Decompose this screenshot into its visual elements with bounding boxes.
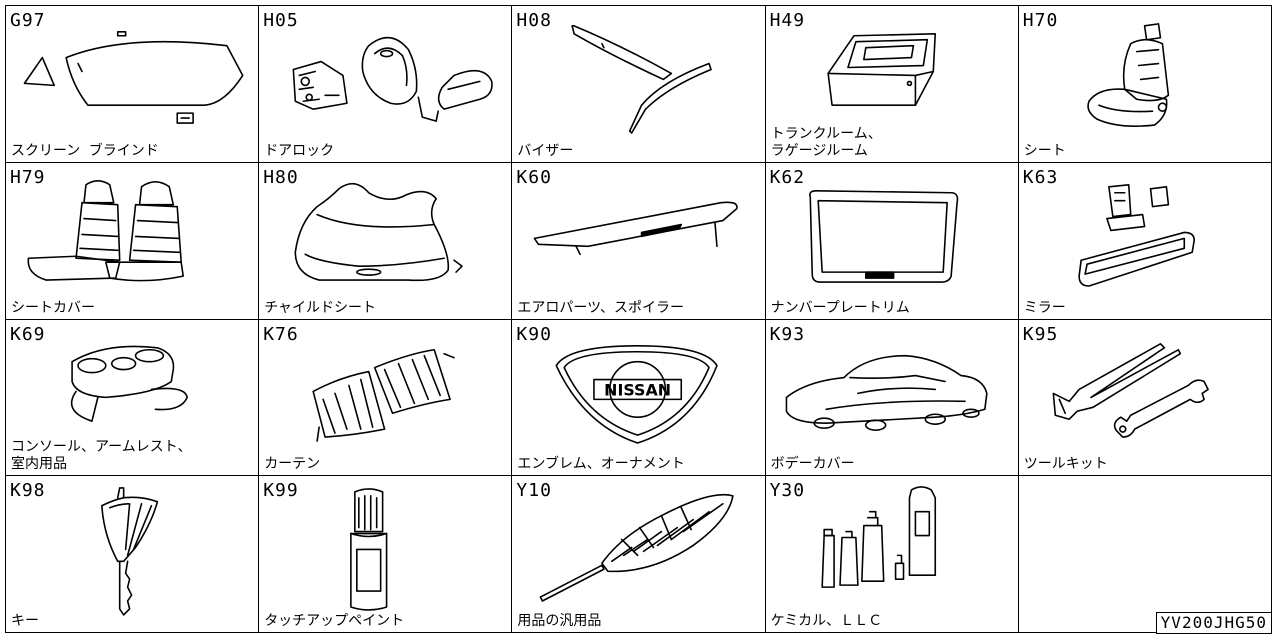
plate-rim-icon <box>808 189 958 283</box>
category-label: バイザー <box>517 142 574 159</box>
category-code: K60 <box>516 166 552 188</box>
category-cell-y10[interactable]: Y10 用品の汎用品 <box>512 476 766 633</box>
emblem-icon: NISSAN <box>555 344 719 444</box>
category-code: K93 <box>769 323 806 345</box>
category-cell-y30[interactable]: Y30 ケミカル、ＬＬＣ <box>765 476 1019 633</box>
category-cell-k98[interactable]: K98 キー <box>6 476 260 633</box>
category-label: スクリーン ブラインド <box>11 142 159 159</box>
category-cell-h08[interactable]: H08 バイザー <box>512 6 766 163</box>
category-cell-k90[interactable]: K90 NISSAN エンブレム、オーナメント <box>512 319 766 477</box>
emblem-text: NISSAN <box>605 380 672 399</box>
category-code: H05 <box>263 10 299 31</box>
diagram-id-label: YV200JHG50 <box>1155 612 1272 634</box>
category-label: ケミカル、ＬＬＣ <box>770 613 883 629</box>
category-label: エンブレム、オーナメント <box>517 456 685 473</box>
category-cell-h05[interactable]: H05 ドアロック <box>259 6 513 163</box>
mirror-icon <box>1078 183 1195 287</box>
seat-icon <box>1087 23 1169 127</box>
category-code: K95 <box>1022 323 1059 345</box>
category-code: Y30 <box>769 480 806 502</box>
category-code: K69 <box>10 323 46 345</box>
category-cell-h80[interactable]: H80 チャイルドシート <box>259 162 513 320</box>
chemical-bottles-icon <box>820 486 936 589</box>
touch-up-paint-icon <box>350 488 388 611</box>
category-label: チャイルドシート <box>264 299 377 316</box>
category-label: コンソール、アームレスト、 室内用品 <box>11 439 192 473</box>
category-code: H70 <box>1022 10 1059 31</box>
console-icon <box>70 345 188 422</box>
category-cell-k62[interactable]: K62 ナンバープレートリム <box>765 162 1019 320</box>
category-label: カーテン <box>264 456 321 473</box>
category-label: ナンバープレートリム <box>770 299 910 316</box>
category-cell-h49[interactable]: H49 トランクルーム、 ラゲージルーム <box>765 6 1019 163</box>
duster-icon <box>539 494 735 603</box>
trunk-box-icon <box>826 32 936 106</box>
category-cell-k95[interactable]: K95 ツールキット <box>1018 319 1272 477</box>
tool-kit-icon <box>1052 342 1209 438</box>
visor-icon <box>571 25 713 134</box>
spoiler-icon <box>534 201 739 255</box>
parts-catalog-grid: G97 スクリーン ブラインド H05 ドアロック <box>5 5 1272 633</box>
category-cell-k93[interactable]: K93 ボデーカバー <box>765 319 1019 477</box>
category-cell-empty <box>1018 476 1272 633</box>
category-label: ボデーカバー <box>770 456 855 473</box>
category-code: K99 <box>263 480 299 502</box>
category-code: H79 <box>10 166 46 188</box>
category-code: K62 <box>769 166 806 188</box>
category-label: ツールキット <box>1023 456 1108 473</box>
car-cover-icon <box>785 354 988 431</box>
category-code: K90 <box>516 323 552 345</box>
windshield-blind-icon <box>23 30 244 124</box>
category-cell-h79[interactable]: H79 シートカバー <box>6 162 260 320</box>
category-label: ミラー <box>1023 299 1066 316</box>
category-label: シート <box>1023 142 1066 159</box>
category-code: K76 <box>263 323 299 345</box>
category-code: K63 <box>1022 166 1059 188</box>
seat-cover-icon <box>27 179 184 282</box>
category-code: H08 <box>516 10 552 31</box>
category-cell-h70[interactable]: H70 シート <box>1018 6 1272 163</box>
child-seat-icon <box>294 182 463 281</box>
category-code: H49 <box>769 10 806 31</box>
category-label: シートカバー <box>11 299 95 316</box>
category-label: トランクルーム、 ラゲージルーム <box>770 125 882 159</box>
category-cell-k63[interactable]: K63 ミラー <box>1018 162 1272 320</box>
key-icon <box>101 487 159 616</box>
door-lock-icon <box>292 36 493 122</box>
category-code: Y10 <box>516 480 552 502</box>
category-label: エアロパーツ、スポイラー <box>517 299 684 316</box>
category-label: 用品の汎用品 <box>517 613 602 629</box>
category-cell-k69[interactable]: K69 コンソール、アームレスト、 室内用品 <box>6 319 260 477</box>
category-label: ドアロック <box>264 142 335 159</box>
category-label: タッチアップペイント <box>264 613 405 629</box>
category-label: キー <box>11 613 39 629</box>
category-cell-k60[interactable]: K60 エアロパーツ、スポイラー <box>512 162 766 320</box>
category-code: H80 <box>263 166 299 188</box>
category-code: G97 <box>10 10 46 31</box>
category-cell-k99[interactable]: K99 タッチアップペイント <box>259 476 513 633</box>
category-cell-k76[interactable]: K76 カーテン <box>259 319 513 477</box>
curtain-icon <box>312 348 456 442</box>
category-code: K98 <box>10 480 46 502</box>
category-cell-g97[interactable]: G97 スクリーン ブラインド <box>6 6 260 163</box>
